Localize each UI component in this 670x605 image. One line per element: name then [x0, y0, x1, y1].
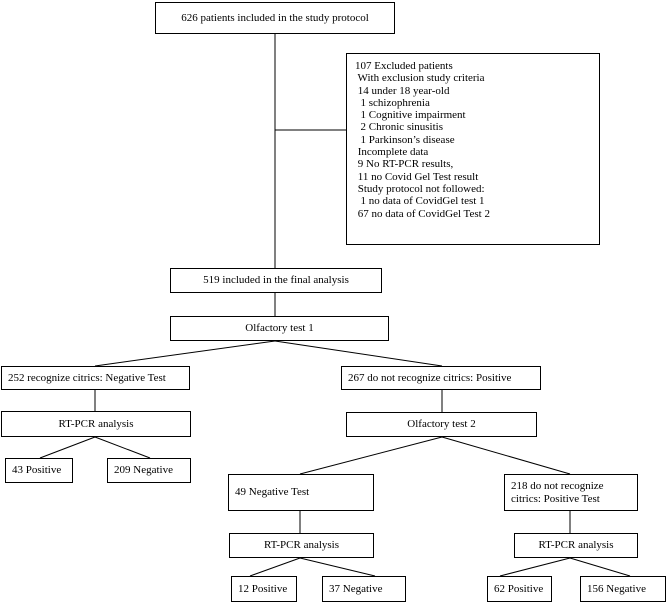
excluded-line: Study protocol not followed: — [355, 182, 485, 195]
excluded-line: 67 no data of CovidGel Test 2 — [355, 207, 490, 220]
excluded-line: 11 no Covid Gel Test result — [355, 170, 479, 183]
excluded-line: Incomplete data — [355, 146, 429, 159]
connector-right-pos — [499, 557, 571, 577]
excluded-line: 1 Parkinson’s disease — [355, 133, 455, 146]
excluded-line: 14 under 18 year-old — [355, 84, 450, 97]
box-recognize-negative: 252 recognize citrics: Negative Test — [1, 366, 190, 390]
excluded-line: 1 no data of CovidGel test 1 — [355, 195, 485, 208]
box-negative-test-2: 49 Negative Test — [228, 474, 374, 511]
box-positive-test-2: 218 do not recognize citrics: Positive T… — [504, 474, 638, 511]
connector-olf2-left — [299, 436, 443, 475]
box-right-positive: 62 Positive — [487, 576, 552, 602]
connector-olf1-left — [94, 340, 276, 367]
connector-olf2-right — [441, 436, 571, 475]
connector-right-neg — [569, 557, 631, 577]
box-olfactory-test-1: Olfactory test 1 — [170, 316, 389, 341]
excluded-line: 1 schizophrenia — [355, 96, 430, 109]
box-mid-positive: 12 Positive — [231, 576, 297, 602]
connector-olf1-right — [274, 340, 443, 367]
box-not-recognize-positive: 267 do not recognize citrics: Positive — [341, 366, 541, 390]
box-rtpcr-left: RT-PCR analysis — [1, 411, 191, 437]
connector-left-neg — [94, 436, 151, 459]
excluded-line: 2 Chronic sinusitis — [355, 121, 444, 134]
box-study-protocol: 626 patients included in the study proto… — [155, 2, 395, 34]
box-final-analysis: 519 included in the final analysis — [170, 268, 382, 293]
box-mid-negative: 37 Negative — [322, 576, 406, 602]
excluded-line: 107 Excluded patients — [355, 60, 453, 72]
box-excluded-patients: 107 Excluded patients With exclusion stu… — [346, 53, 600, 245]
box-left-positive: 43 Positive — [5, 458, 73, 483]
box-right-negative: 156 Negative — [580, 576, 666, 602]
connector-left-pos — [39, 436, 96, 459]
connector-mid-neg — [299, 557, 376, 577]
excluded-line: With exclusion study criteria — [355, 72, 485, 85]
box-left-negative: 209 Negative — [107, 458, 191, 483]
box-olfactory-test-2: Olfactory test 2 — [346, 412, 537, 437]
connector-mid-pos — [249, 557, 301, 577]
excluded-line: 9 No RT-PCR results, — [355, 158, 454, 171]
box-rtpcr-right: RT-PCR analysis — [514, 533, 638, 558]
box-rtpcr-mid: RT-PCR analysis — [229, 533, 374, 558]
excluded-line: 1 Cognitive impairment — [355, 109, 466, 122]
